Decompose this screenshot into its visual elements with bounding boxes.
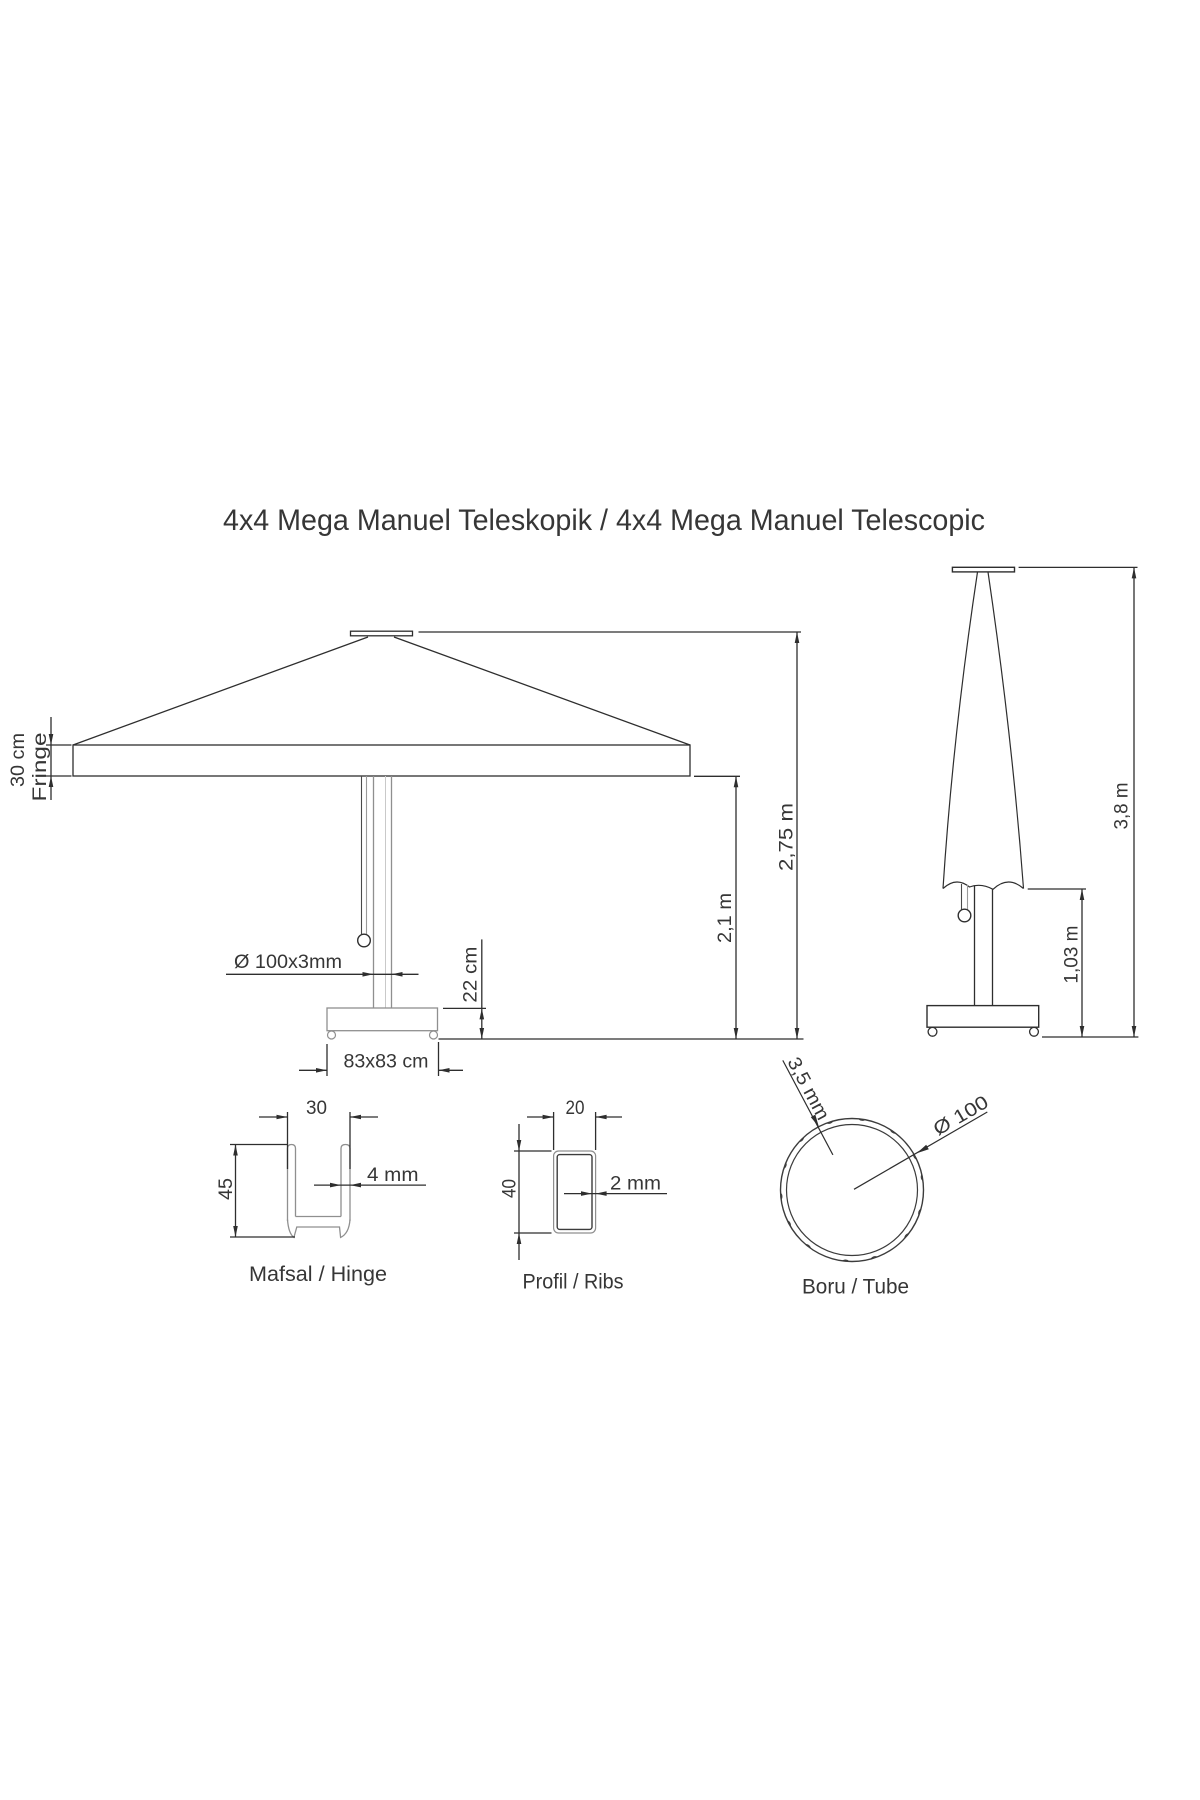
svg-text:20: 20: [566, 1098, 585, 1119]
svg-text:30 cm: 30 cm: [8, 733, 29, 787]
svg-text:Profil / Ribs: Profil / Ribs: [523, 1271, 624, 1294]
svg-text:1,03 m: 1,03 m: [1061, 926, 1082, 984]
svg-text:3,8 m: 3,8 m: [1112, 783, 1133, 830]
svg-text:4x4 Mega Manuel Teleskopik / 4: 4x4 Mega Manuel Teleskopik / 4x4 Mega Ma…: [223, 504, 985, 537]
svg-text:2 mm: 2 mm: [610, 1174, 661, 1195]
svg-text:83x83 cm: 83x83 cm: [344, 1052, 429, 1073]
svg-text:2,1 m: 2,1 m: [715, 893, 736, 943]
svg-text:4 mm: 4 mm: [367, 1165, 419, 1186]
svg-text:22 cm: 22 cm: [460, 947, 481, 1003]
svg-text:Ø 100x3mm: Ø 100x3mm: [234, 952, 342, 973]
svg-text:45: 45: [216, 1178, 237, 1200]
svg-text:Fringe: Fringe: [30, 733, 51, 802]
svg-text:Mafsal / Hinge: Mafsal / Hinge: [249, 1263, 387, 1286]
svg-text:2,75 m: 2,75 m: [777, 803, 798, 871]
svg-text:30: 30: [306, 1098, 327, 1119]
svg-text:40: 40: [500, 1179, 521, 1198]
svg-text:Boru / Tube: Boru / Tube: [802, 1276, 909, 1299]
